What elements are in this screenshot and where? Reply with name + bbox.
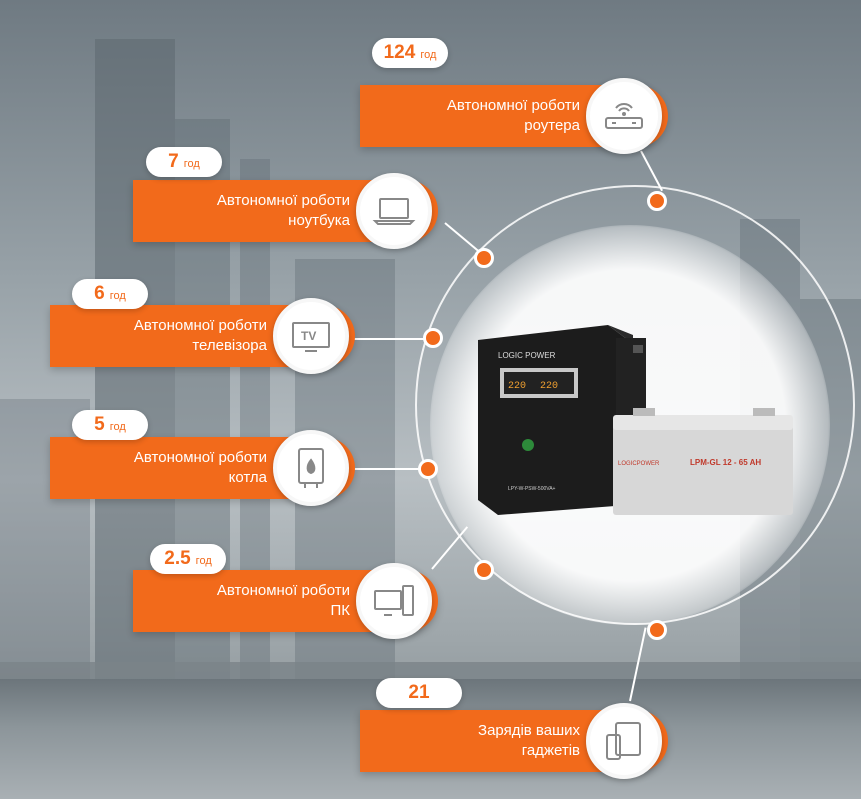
tv-icon: TV bbox=[273, 298, 349, 374]
inverter-brand: LOGIC POWER bbox=[498, 351, 556, 360]
stat-value-gadgets: 21 bbox=[376, 678, 462, 708]
svg-text:TV: TV bbox=[301, 329, 316, 343]
battery-brand: LOGICPOWER bbox=[618, 461, 660, 467]
connector-dot bbox=[418, 459, 438, 479]
inverter-model: LPY-W-PSW-500VA+ bbox=[508, 486, 556, 492]
router-icon bbox=[586, 78, 662, 154]
gadgets-icon bbox=[586, 703, 662, 779]
product-image: LOGIC POWER 220 220 LPY-W-PSW-500VA+ LOG… bbox=[468, 320, 808, 520]
desktop-pc-icon bbox=[356, 563, 432, 639]
inverter-display-right: 220 bbox=[540, 381, 558, 392]
boiler-icon bbox=[273, 430, 349, 506]
connector-dot bbox=[647, 191, 667, 211]
connector-ring bbox=[415, 185, 855, 625]
connector-dot bbox=[647, 620, 667, 640]
connector-dot bbox=[423, 328, 443, 348]
connector-dot bbox=[474, 248, 494, 268]
connector-dot bbox=[474, 560, 494, 580]
laptop-icon bbox=[356, 173, 432, 249]
inverter-display-left: 220 bbox=[508, 381, 526, 392]
battery-model: LPM-GL 12 - 65 AH bbox=[690, 458, 761, 467]
